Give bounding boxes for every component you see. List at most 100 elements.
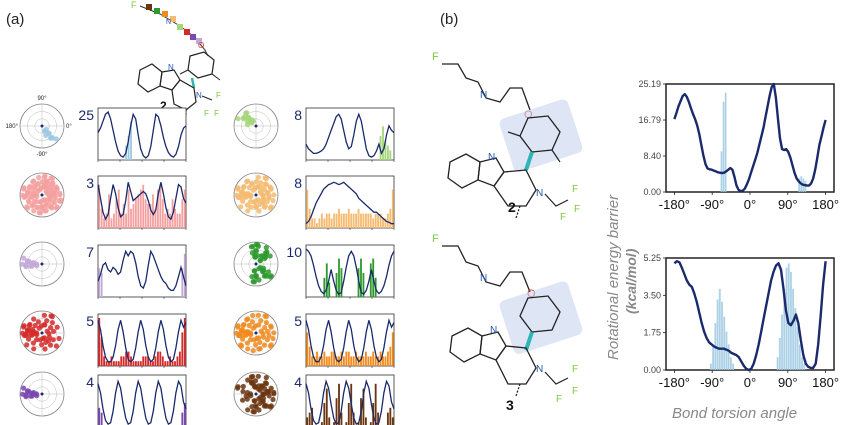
plot-left-4-bar: [105, 361, 108, 366]
plot-left-4-bar: [103, 356, 106, 366]
plot-right-2-polar-point: [255, 174, 261, 180]
atom-F-cf3-2b-3: F: [560, 212, 566, 223]
plot-left-3-energy-curve: [97, 249, 187, 292]
plot-left-2-polar-center: [40, 193, 44, 197]
plot-right-2-polar-point: [245, 208, 251, 214]
plot-left-2-polar-point: [39, 179, 46, 185]
plot-left-3-bar: [183, 253, 186, 297]
plot-left-2-bar: [110, 218, 113, 228]
plot-b-bottom-bar: [729, 357, 732, 370]
plot-right-3-bar: [340, 268, 343, 297]
plot-left-4-bar: [122, 356, 125, 366]
plot-right-4-polar-point: [255, 312, 261, 318]
plot-left-4-polar-point: [49, 320, 56, 326]
plot-right-3-number-label: 10: [286, 244, 302, 260]
plot-right-5-frame: [305, 374, 395, 425]
plot-b-bottom-bar: [712, 344, 715, 370]
compound-label-2-top: 2: [160, 99, 167, 113]
plot-left-4-polar-point: [24, 328, 30, 334]
atom-F-cf3-2b-2: F: [574, 204, 580, 215]
plot-left-4-bar: [139, 361, 142, 366]
plot-b-bottom-ytick-2: 3.50: [643, 290, 661, 300]
plot-left-4-bar: [166, 361, 169, 366]
plot-right-5-polar-point: [255, 373, 261, 379]
plot-left-2-polar-point: [43, 208, 49, 214]
atom-F-cf3-3b-1: F: [572, 364, 578, 375]
plot-b-bottom-xtick-2: 0°: [744, 375, 756, 390]
plot-left-4-energy-curve: [97, 317, 187, 363]
plot-b-bottom-bar: [718, 288, 721, 370]
charts-layer: 90°180°0°-90°253754-180°-90°0°90°180°881…: [6, 79, 839, 425]
plot-right-5-bar: [308, 412, 311, 425]
plot-right-5-bar: [320, 422, 323, 425]
plot-left-2-bar: [132, 204, 135, 228]
plot-left-4-bar: [171, 361, 174, 366]
plot-right-2-polar-point: [258, 180, 264, 186]
plot-left-2-bar: [105, 213, 108, 228]
plot-left-2-polar-point: [36, 174, 42, 181]
plot-left-3-bar: [98, 268, 101, 297]
plot-left-2-bar: [147, 204, 150, 228]
plot-right-2-polar-point: [248, 204, 254, 210]
plot-right-2-bar: [382, 218, 384, 228]
plot-b-bottom-ytick-3: 5.25: [643, 253, 661, 263]
plot-right-2-bar: [325, 213, 328, 228]
plot-b-bottom-xtick-0: -180°: [659, 375, 690, 390]
plot-right-4-bar: [362, 356, 365, 366]
plot-right-4-polar-point: [257, 339, 263, 345]
plot-right-3-polar-point: [251, 279, 257, 285]
plot-right-2-bar: [323, 218, 326, 228]
plot-left-2-polar-point: [20, 192, 26, 198]
plot-right-2-bar: [306, 189, 309, 228]
plot-left-5-energy-curve: [97, 378, 187, 425]
plot-right-4-polar-point: [250, 348, 256, 354]
plot-right-3-polar-point: [257, 257, 263, 263]
plot-b-bottom-ytick-1: 1.75: [643, 328, 661, 338]
plot-left-1-bar: [130, 121, 132, 160]
plot-right-4-bar: [345, 351, 348, 366]
plot-right-2-polar-point: [243, 192, 249, 198]
plot-right-5-number-label: 4: [294, 374, 302, 390]
plot-left-3-polar-center: [40, 262, 44, 266]
plot-right-2-bar: [340, 213, 343, 228]
plot-right-2-bar: [374, 213, 377, 228]
plot-left-2-polar-point: [25, 205, 31, 211]
plot-right-4-polar-point: [244, 340, 250, 346]
panel-label-b: (b): [440, 11, 458, 28]
plot-right-4-bar: [320, 356, 323, 366]
plot-right-2-polar-point: [262, 203, 268, 209]
plot-left-4-polar-point: [31, 316, 37, 322]
plot-left-2-bar: [161, 199, 164, 228]
atom-F-cf3-3b-3: F: [556, 394, 562, 405]
plot-b-bottom-bar: [787, 263, 790, 370]
plot-b-top-ytick-0: 0.00: [643, 187, 661, 197]
plot-left-2-bar: [144, 199, 147, 228]
plot-right-2-polar-point: [256, 208, 262, 214]
plot-b-top-energy-curve: [673, 82, 827, 193]
plot-left-4-polar-point: [26, 336, 32, 342]
plot-left-2-polar-point: [24, 190, 30, 196]
plot-left-3-polar-point: [21, 255, 27, 261]
plot-right-4-bar: [347, 351, 350, 366]
plot-left-1-polar-point: [46, 130, 52, 136]
plot-right-4-bar: [369, 356, 372, 366]
plot-right-4-polar-point: [238, 328, 244, 334]
plot-left-5-polar-point: [24, 389, 30, 395]
plot-right-1-polar-point: [249, 120, 255, 126]
plot-left-1-polar-label-left: 180°: [6, 124, 19, 130]
plot-left-4-polar-point: [24, 342, 30, 348]
plot-left-5-bar: [183, 403, 186, 425]
plot-right-2-polar-point: [263, 181, 269, 187]
plot-left-1-polar-point: [43, 126, 49, 133]
plot-right-3-polar-point: [253, 273, 259, 279]
plot-b-bottom-bar: [794, 308, 797, 370]
plot-left-2-polar-point: [41, 174, 48, 180]
plot-left-4-bar: [178, 351, 181, 366]
plot-left-2-bar: [142, 184, 145, 228]
plot-left-2-bar: [166, 208, 169, 228]
atom-N-ring-3b: N: [536, 364, 543, 375]
plot-right-2-polar-point: [267, 184, 273, 190]
plot-left-5-polar-point: [21, 385, 27, 391]
plot-b-bottom-bar: [721, 301, 723, 370]
plot-right-5-bar: [391, 417, 394, 425]
